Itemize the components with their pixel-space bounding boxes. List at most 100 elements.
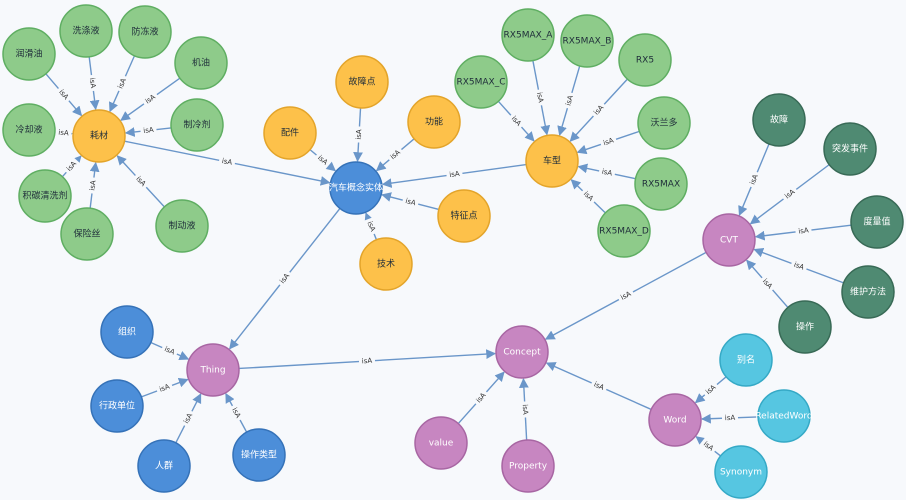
node-n26[interactable]: 突发事件	[823, 122, 877, 176]
edge-label-bg	[598, 166, 616, 180]
node-circle[interactable]	[72, 109, 126, 163]
node-n8[interactable]: 积碳清洗剂	[18, 169, 72, 223]
node-circle[interactable]	[778, 300, 832, 354]
node-n22[interactable]: 车型	[525, 134, 579, 188]
node-n42[interactable]: Synonym	[714, 445, 768, 499]
node-circle[interactable]	[648, 393, 702, 447]
node-circle[interactable]	[637, 96, 691, 150]
edge-label: isA	[449, 170, 461, 179]
edge-label-bg	[155, 380, 174, 396]
edge-label-bg	[758, 274, 777, 294]
node-n30[interactable]: 操作	[778, 300, 832, 354]
node-n32[interactable]: Thing	[186, 343, 240, 397]
node-n5[interactable]: 冷却液	[2, 103, 56, 157]
node-circle[interactable]	[232, 428, 286, 482]
node-circle[interactable]	[335, 55, 389, 109]
edge-label: isA	[521, 404, 530, 415]
node-circle[interactable]	[597, 204, 651, 258]
node-n41[interactable]: RelatedWord	[755, 389, 813, 443]
node-n37[interactable]: value	[414, 416, 468, 470]
node-n12[interactable]: 配件	[263, 106, 317, 160]
node-n7[interactable]: 制冷剂	[170, 98, 224, 152]
edge-label-bg	[62, 157, 81, 176]
node-n4[interactable]: 机油	[174, 36, 228, 90]
node-circle[interactable]	[414, 416, 468, 470]
node-circle[interactable]	[841, 265, 895, 319]
node-n10[interactable]: 制动液	[155, 199, 209, 253]
node-circle[interactable]	[359, 237, 413, 291]
node-n39[interactable]: 别名	[719, 333, 773, 387]
node-circle[interactable]	[437, 189, 491, 243]
node-circle[interactable]	[618, 33, 672, 87]
node-circle[interactable]	[90, 379, 144, 433]
node-circle[interactable]	[501, 439, 555, 493]
node-circle[interactable]	[719, 333, 773, 387]
edge-label-bg	[160, 342, 179, 359]
node-circle[interactable]	[714, 445, 768, 499]
node-circle[interactable]	[525, 134, 579, 188]
node-circle[interactable]	[137, 439, 191, 493]
node-circle[interactable]	[100, 305, 154, 359]
node-circle[interactable]	[2, 27, 56, 81]
node-circle[interactable]	[495, 325, 549, 379]
node-circle[interactable]	[60, 207, 114, 261]
node-n25[interactable]: 故障	[752, 93, 806, 147]
edge-label-bg	[721, 412, 739, 424]
edge-label: isA	[362, 357, 373, 366]
node-n19[interactable]: RX5	[618, 33, 672, 87]
node-n14[interactable]: 汽车概念实体	[329, 161, 383, 215]
node-circle[interactable]	[59, 4, 113, 58]
node-n29[interactable]: 维护方法	[841, 265, 895, 319]
node-n9[interactable]: 保险丝	[60, 207, 114, 261]
node-n13[interactable]: 功能	[407, 95, 461, 149]
node-circle[interactable]	[752, 93, 806, 147]
node-n16[interactable]: 技术	[359, 237, 413, 291]
node-circle[interactable]	[850, 195, 904, 249]
node-n36[interactable]: Concept	[495, 325, 549, 379]
node-circle[interactable]	[757, 389, 811, 443]
node-circle[interactable]	[560, 14, 614, 68]
node-n27[interactable]: 度量值	[850, 195, 904, 249]
node-n33[interactable]: 行政单位	[90, 379, 144, 433]
node-n3[interactable]: 防冻液	[118, 5, 172, 59]
node-n20[interactable]: RX5MAX_C	[454, 55, 508, 109]
node-circle[interactable]	[118, 5, 172, 59]
node-circle[interactable]	[501, 8, 555, 62]
node-circle[interactable]	[18, 169, 72, 223]
edge-label-bg	[180, 409, 197, 428]
edge-label: isA	[798, 226, 809, 235]
node-circle[interactable]	[263, 106, 317, 160]
node-n35[interactable]: 操作类型	[232, 428, 286, 482]
edge-label-bg	[353, 126, 365, 143]
node-circle[interactable]	[170, 98, 224, 152]
node-circle[interactable]	[454, 55, 508, 109]
edge-label: isA	[601, 168, 613, 178]
node-n11[interactable]: 故障点	[335, 55, 389, 109]
node-circle[interactable]	[155, 199, 209, 253]
node-circle[interactable]	[634, 157, 688, 211]
node-circle[interactable]	[823, 122, 877, 176]
node-n1[interactable]: 润滑油	[2, 27, 56, 81]
node-n15[interactable]: 特征点	[437, 189, 491, 243]
node-n18[interactable]: RX5MAX_B	[560, 14, 614, 68]
edge-label-bg	[54, 85, 73, 104]
node-n38[interactable]: Property	[501, 439, 555, 493]
node-circle[interactable]	[186, 343, 240, 397]
node-n6[interactable]: 耗材	[72, 109, 126, 163]
node-n23[interactable]: RX5MAX	[634, 157, 688, 211]
node-n31[interactable]: 组织	[100, 305, 154, 359]
node-circle[interactable]	[329, 161, 383, 215]
node-n34[interactable]: 人群	[137, 439, 191, 493]
node-n28[interactable]: CVT	[702, 213, 756, 267]
node-n2[interactable]: 洗涤液	[59, 4, 113, 58]
node-n17[interactable]: RX5MAX_A	[501, 8, 555, 62]
node-circle[interactable]	[174, 36, 228, 90]
node-n40[interactable]: Word	[648, 393, 702, 447]
node-n21[interactable]: 沃兰多	[637, 96, 691, 150]
node-n24[interactable]: RX5MAX_D	[597, 204, 651, 258]
node-circle[interactable]	[407, 95, 461, 149]
node-circle[interactable]	[2, 103, 56, 157]
node-circle[interactable]	[702, 213, 756, 267]
